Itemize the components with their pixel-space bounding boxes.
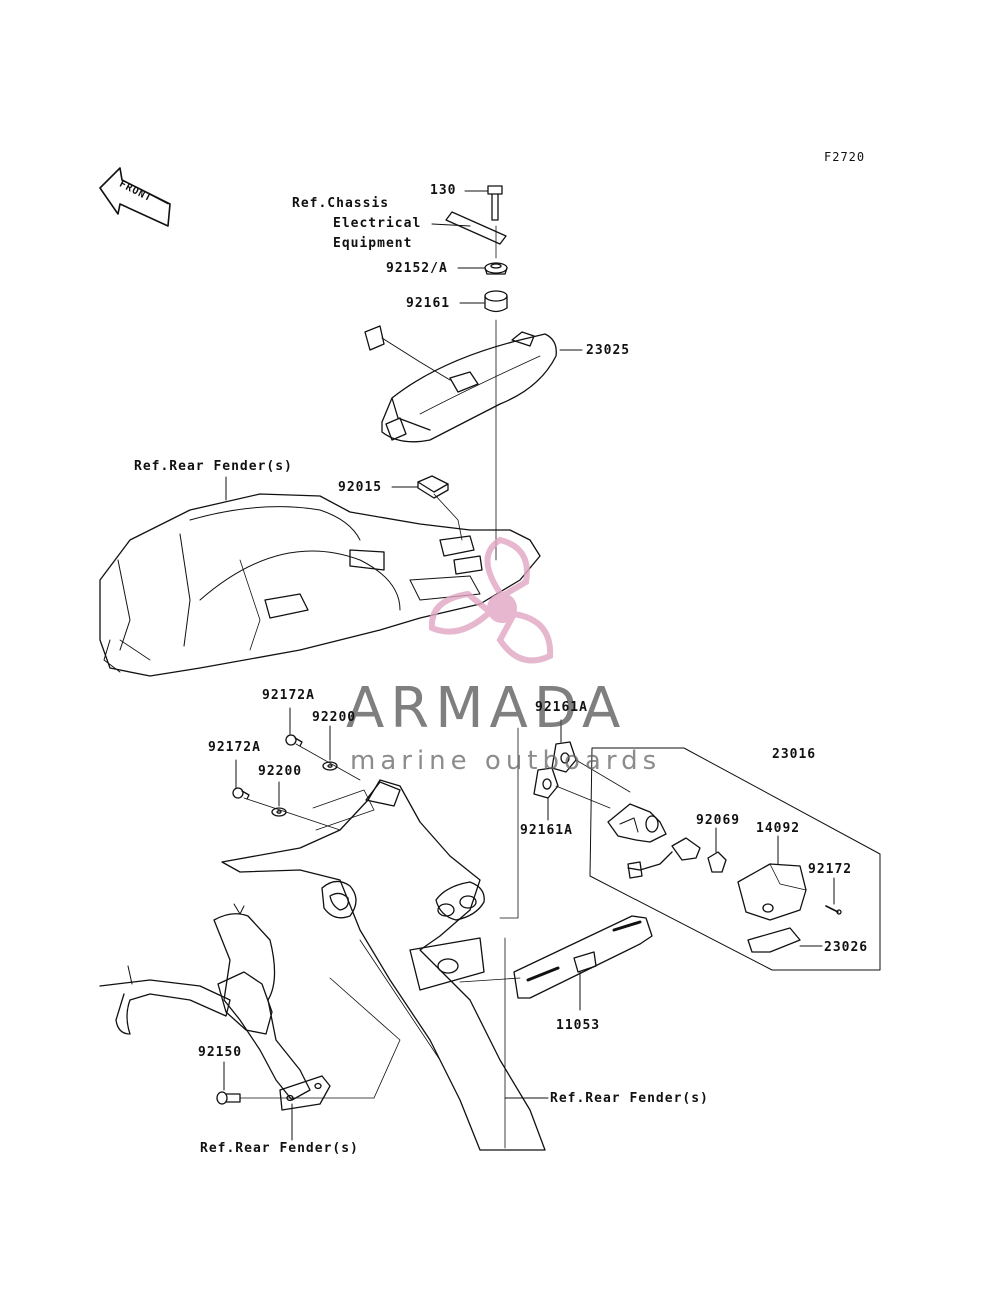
bolt-92150-shape	[216, 1091, 241, 1105]
figure-code: F2720	[824, 150, 866, 164]
damper-92161-shape	[484, 290, 508, 313]
screw-92172a-upper-shape	[285, 734, 303, 747]
reflector-23026-shape	[747, 927, 801, 953]
part-label-92161a-lower[interactable]: 92161A	[520, 823, 573, 838]
part-label-130[interactable]: 130	[430, 183, 457, 198]
bracket-11053-shape	[513, 915, 653, 999]
part-label-23016[interactable]: 23016	[772, 747, 817, 762]
washer-92200-upper-shape	[322, 761, 338, 771]
washer-92200-lower-shape	[271, 807, 287, 817]
tail-lamp-23025-shape	[364, 325, 557, 443]
screw-92172-shape	[825, 905, 842, 915]
socket-wire-shape	[627, 837, 701, 879]
socket-housing-23016-shape	[607, 803, 667, 843]
ref-rear-fender-top-label[interactable]: Ref.Rear Fender(s)	[134, 459, 293, 474]
part-label-92172a-lower[interactable]: 92172A	[208, 740, 261, 755]
rear-fender-upper-shape	[99, 493, 541, 677]
part-label-14092[interactable]: 14092	[756, 821, 801, 836]
part-label-92152a[interactable]: 92152/A	[386, 261, 448, 276]
part-label-92200-upper[interactable]: 92200	[312, 710, 357, 725]
chassis-strap-shape	[445, 211, 507, 245]
watermark-subtitle: marine outboards	[350, 746, 662, 776]
part-label-11053[interactable]: 11053	[556, 1018, 601, 1033]
license-bracket-shape	[221, 779, 546, 1151]
part-label-92172[interactable]: 92172	[808, 862, 853, 877]
ref-rear-fender-right-label[interactable]: Ref.Rear Fender(s)	[550, 1091, 709, 1106]
ref-rear-fender-bottom-label[interactable]: Ref.Rear Fender(s)	[200, 1141, 359, 1156]
part-label-92161a-upper[interactable]: 92161A	[535, 700, 588, 715]
part-label-92069[interactable]: 92069	[696, 813, 741, 828]
part-label-92200-lower[interactable]: 92200	[258, 764, 303, 779]
part-label-23026[interactable]: 23026	[824, 940, 869, 955]
front-arrow-icon	[99, 167, 171, 227]
ref-chassis-label[interactable]: Ref.Chassis	[292, 196, 390, 211]
screw-92172a-lower-shape	[232, 787, 250, 800]
part-label-92150[interactable]: 92150	[198, 1045, 243, 1060]
ref-chassis-label-line3: Equipment	[333, 236, 413, 251]
watermark-logo-icon	[428, 536, 554, 664]
bolt-130-shape	[487, 185, 503, 221]
nut-92015-shape	[417, 475, 449, 499]
collar-92152-shape	[484, 262, 508, 275]
side-bracket-shape	[99, 903, 331, 1111]
watermark-title: ARMADA	[346, 676, 627, 741]
part-label-92172a-upper[interactable]: 92172A	[262, 688, 315, 703]
grommet-92161a-upper-shape	[551, 741, 577, 773]
part-label-92015[interactable]: 92015	[338, 480, 383, 495]
ref-chassis-label-line2: Electrical	[333, 216, 422, 231]
part-label-92161[interactable]: 92161	[406, 296, 451, 311]
grommet-92161a-lower-shape	[533, 767, 559, 799]
part-label-23025[interactable]: 23025	[586, 343, 631, 358]
bulb-92069-shape	[707, 851, 727, 873]
lens-14092-shape	[737, 863, 807, 921]
